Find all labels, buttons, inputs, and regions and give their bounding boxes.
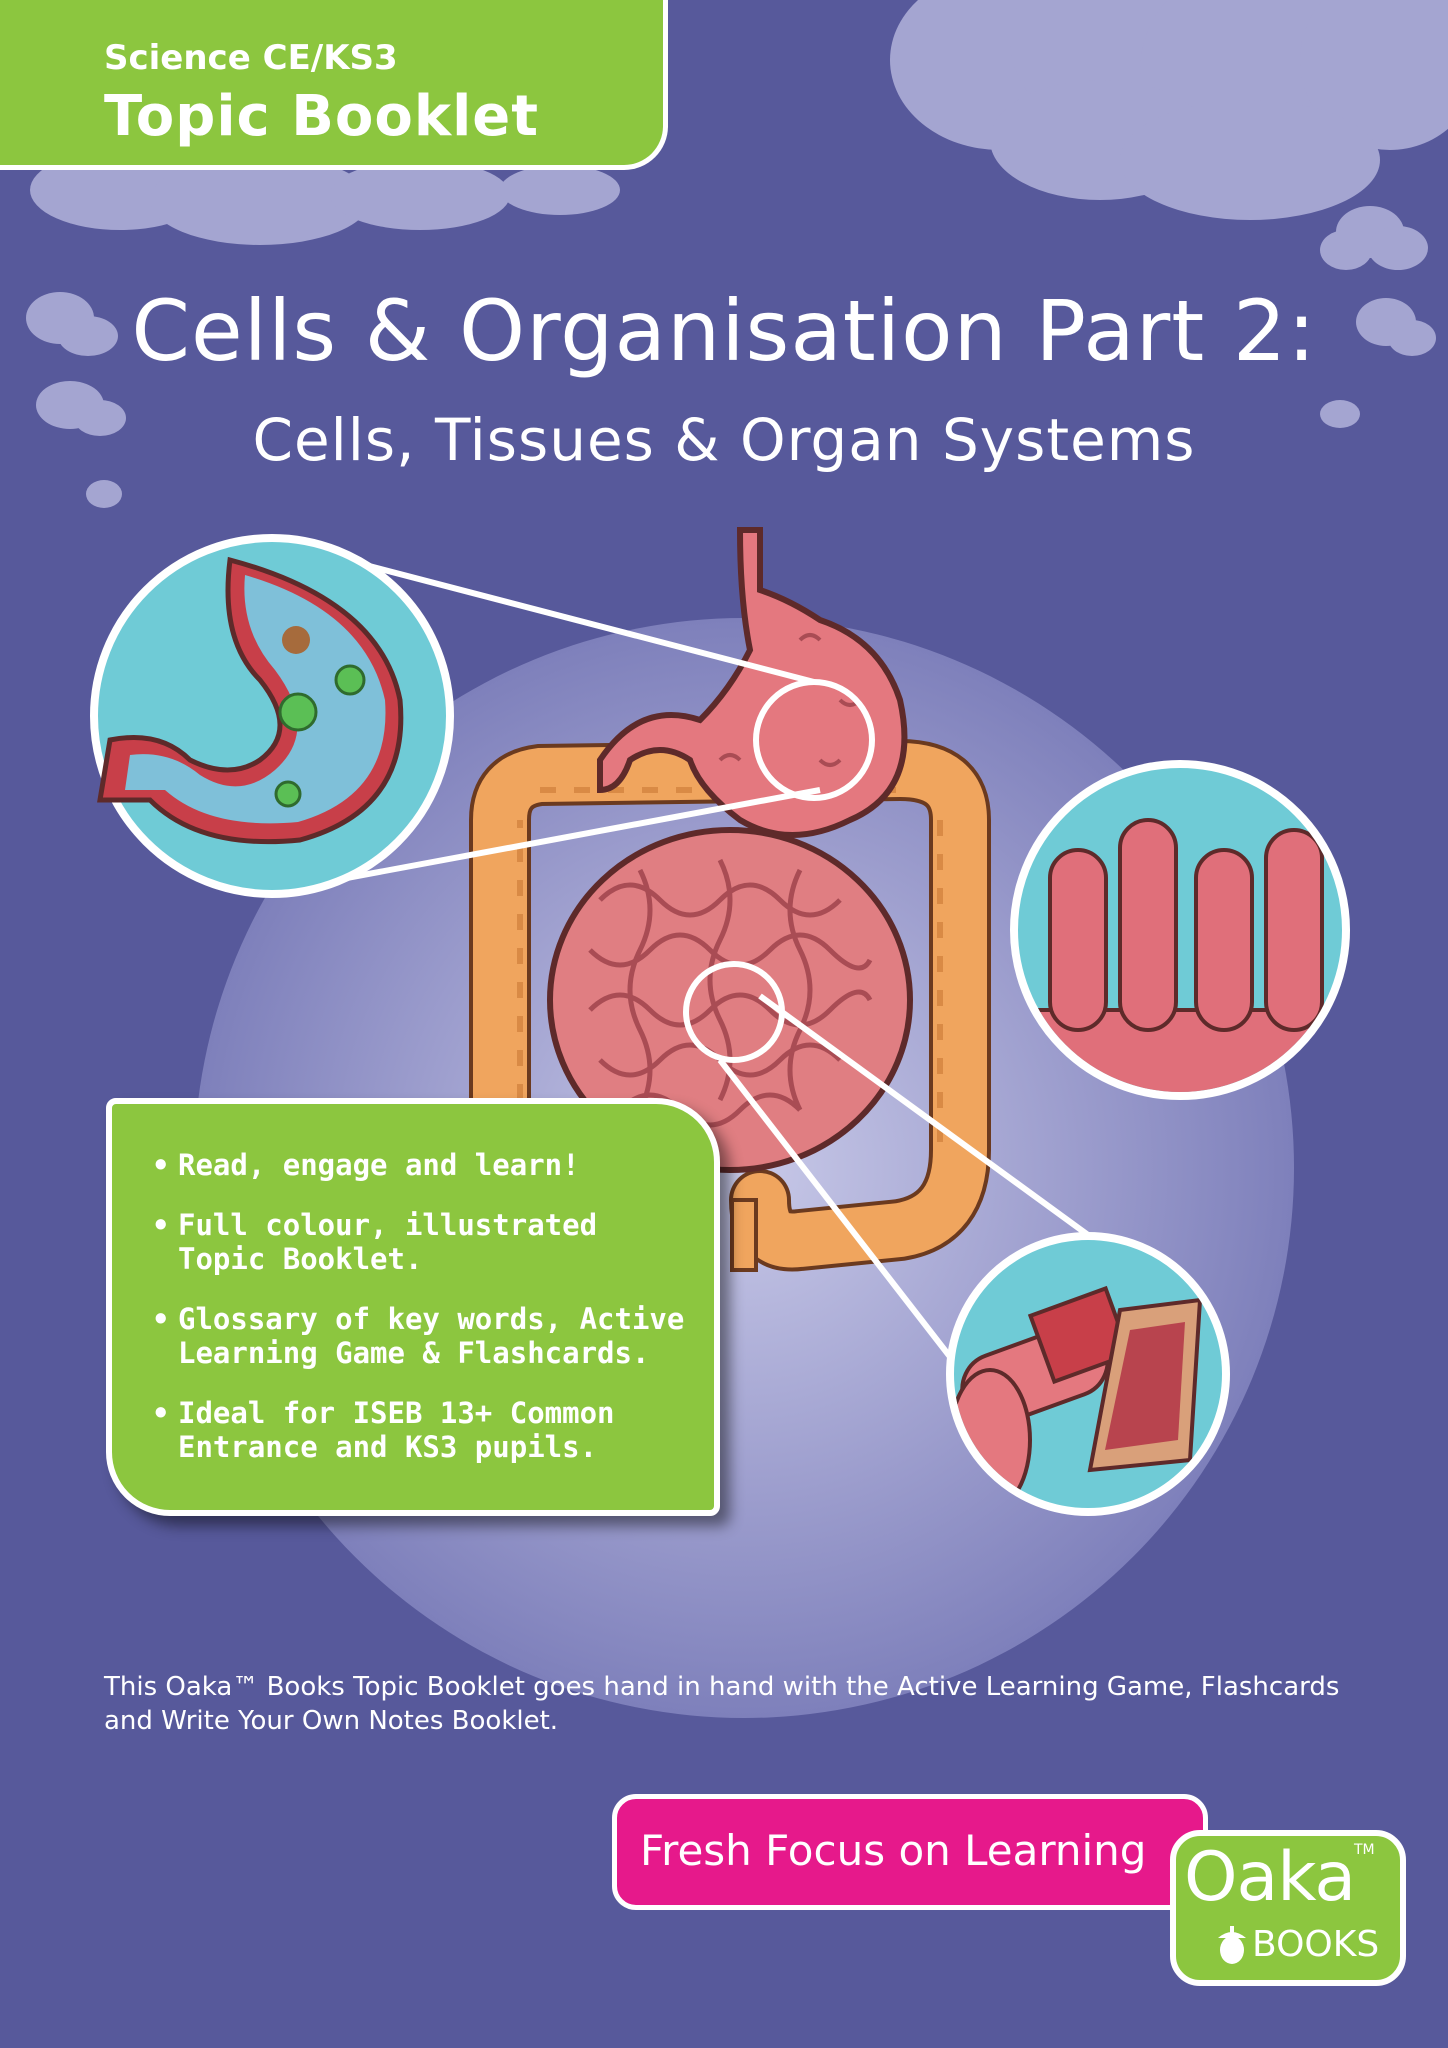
- page-title: Cells & Organisation Part 2:: [131, 282, 1317, 380]
- acorn-icon: [1218, 1926, 1246, 1964]
- clouds: [26, 0, 1448, 508]
- footer-note: This Oaka™ Books Topic Booklet goes hand…: [104, 1672, 1340, 1736]
- publisher-logo: [1170, 1830, 1406, 1986]
- logo-name: Oaka: [1184, 1838, 1356, 1917]
- features-box: • Read, engage and learn! • Full colour,…: [106, 1098, 720, 1516]
- page-subtitle: Cells, Tissues & Organ Systems: [252, 406, 1196, 474]
- villi-closeup-illustration: [1010, 760, 1350, 1100]
- series-tab: [0, 0, 668, 170]
- stomach-closeup-illustration: [90, 534, 454, 898]
- feature-item: • Read, engage and learn!: [152, 1148, 686, 1182]
- bullet: •: [152, 1208, 170, 1242]
- intestine-tissue-closeup-illustration: [946, 1232, 1230, 1516]
- tagline-banner: [612, 1794, 1208, 1910]
- feature-text: Read, engage and learn!: [178, 1148, 580, 1182]
- digestive-system-illustration: [469, 527, 991, 1272]
- series-type: Topic Booklet: [104, 84, 540, 149]
- series-subject: Science CE/KS3: [104, 38, 398, 78]
- feature-text: Glossary of key words, Active Learning G…: [178, 1302, 685, 1370]
- bullet: •: [152, 1302, 170, 1336]
- feature-item: • Full colour, illustrated Topic Booklet…: [152, 1208, 686, 1276]
- feature-item: • Ideal for ISEB 13+ Common Entrance and…: [152, 1396, 686, 1464]
- logo-trademark: TM: [1354, 1842, 1375, 1858]
- feature-text: Ideal for ISEB 13+ Common Entrance and K…: [178, 1396, 615, 1464]
- logo-books: BOOKS: [1252, 1924, 1380, 1965]
- bullet: •: [152, 1396, 170, 1430]
- feature-item: • Glossary of key words, Active Learning…: [152, 1302, 686, 1370]
- feature-text: Full colour, illustrated Topic Booklet.: [178, 1208, 598, 1276]
- bullet: •: [152, 1148, 170, 1182]
- tagline-text: Fresh Focus on Learning: [640, 1826, 1147, 1875]
